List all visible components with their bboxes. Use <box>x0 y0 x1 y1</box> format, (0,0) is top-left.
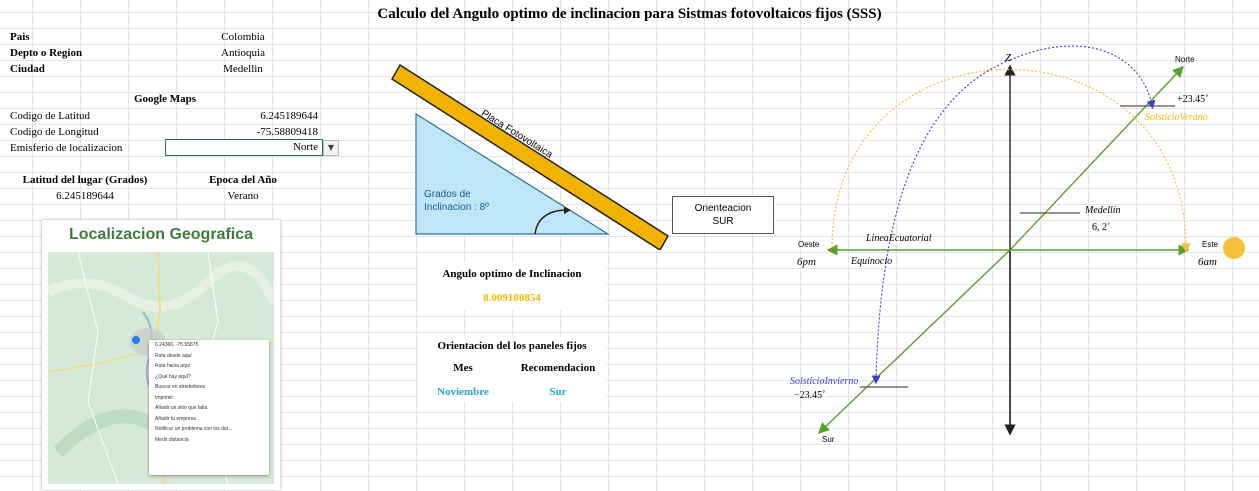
angle-heading: Angulo optimo de Inclinacion <box>442 268 582 280</box>
medellin-label: Medellín <box>1085 205 1121 216</box>
west-label: Oeste <box>798 240 820 249</box>
context-coords[interactable]: 6.24366, -75.55875 <box>155 342 199 348</box>
context-menu-item[interactable]: Medir distancia <box>155 436 189 443</box>
medellin-angle: 6, 2˚ <box>1092 222 1111 233</box>
east-time: 6am <box>1198 256 1217 268</box>
orientation-box: Orienteacion SUR <box>672 196 774 234</box>
inclination-label: Grados de Inclinacion : 8º <box>424 189 489 213</box>
mes-value: Noviembre <box>437 386 489 398</box>
longitude-value[interactable]: -75.58809418 <box>256 126 318 138</box>
col-mes-header: Mes <box>453 362 473 374</box>
page-title: Calculo del Angulo optimo de inclinacion… <box>377 6 882 22</box>
south-label: Sur <box>822 435 835 444</box>
angle-panel <box>418 262 606 310</box>
minus-angle: −23.45˚ <box>794 390 826 401</box>
south-axis <box>817 249 1011 434</box>
pais-value[interactable]: Colombia <box>221 31 265 43</box>
solar-panel <box>390 63 670 250</box>
celestial-diagram <box>817 45 1245 436</box>
context-menu-item[interactable]: Ruta desde aquí <box>155 352 192 359</box>
epoca-value: Verano <box>227 190 259 202</box>
context-menu-item[interactable]: Buscar en alrededores <box>155 384 206 390</box>
orientation-line1: Orienteacion <box>694 203 752 214</box>
context-menu-item[interactable]: Imprimir <box>155 394 174 401</box>
tilt-diagram <box>390 63 670 250</box>
context-menu-item[interactable]: Añadir tu empresa <box>155 415 196 422</box>
summer-solstice-label: SolsticioVerano <box>1145 112 1208 123</box>
hemisphere-label: Emisferio de localizacion <box>10 142 123 154</box>
latitude-value[interactable]: 6.245189644 <box>260 110 318 122</box>
pais-label: Pais <box>10 31 30 43</box>
epoca-heading: Epoca del Año <box>209 174 277 186</box>
map-card-title: Localizacion Geografica <box>68 226 254 243</box>
winter-arc <box>871 59 1011 385</box>
north-label: Norte <box>1175 55 1195 64</box>
latitude-label: Codigo de Latitud <box>10 110 91 122</box>
ciudad-label: Ciudad <box>10 63 45 75</box>
east-label: Este <box>1202 240 1219 249</box>
context-menu-item[interactable]: ¿Qué hay aquí? <box>155 373 191 380</box>
dropdown-arrow-icon[interactable]: ▼ <box>323 140 339 156</box>
map-card[interactable]: Localizacion Geografica 6.24366, -75.558… <box>42 220 280 490</box>
equinox-label: Equinocio <box>851 256 893 267</box>
depto-label: Depto o Region <box>10 47 83 59</box>
lat-heading: Latitud del lugar (Grados) <box>22 174 148 186</box>
orientation-line2: SUR <box>712 216 734 227</box>
angle-arrow-icon <box>564 207 571 214</box>
orientation-panel <box>418 336 606 402</box>
map-image[interactable]: 6.24366, -75.55875 Ruta desde aquí Ruta … <box>48 252 274 484</box>
sun-icon <box>1223 237 1245 259</box>
lat-summary-value: 6.245189644 <box>56 190 114 202</box>
west-time: 6pm <box>797 256 816 268</box>
plus-angle: +23.45˚ <box>1177 94 1209 105</box>
angle-arc <box>534 209 565 235</box>
ciudad-value[interactable]: Medellin <box>223 63 263 75</box>
z-label: Z <box>1005 52 1012 64</box>
inclination-triangle <box>415 112 611 235</box>
google-maps-heading: Google Maps <box>133 93 197 105</box>
rec-value: Sur <box>549 386 567 398</box>
winter-solstice-label: SolsticioInvierno <box>790 376 859 387</box>
context-menu-item[interactable]: Notificar un problema con los dat... <box>155 426 233 432</box>
ecuatorial-label: LineaEcuatorial <box>866 233 932 244</box>
hemisphere-dropdown[interactable]: Norte <box>165 139 323 156</box>
map-context-menu[interactable]: 6.24366, -75.55875 Ruta desde aquí Ruta … <box>149 340 269 475</box>
longitude-label: Codigo de Longitud <box>10 126 99 138</box>
depto-value[interactable]: Antioquia <box>221 47 265 59</box>
hemisphere-value: Norte <box>292 141 318 153</box>
equinox-arc <box>831 69 1191 253</box>
angle-value: 8.009180854 <box>483 292 541 304</box>
summer-arc <box>1009 45 1156 110</box>
context-menu-item[interactable]: Añadir un sitio que falta <box>155 405 208 411</box>
orientation-heading: Orientacion del los paneles fijos <box>437 340 587 352</box>
col-rec-header: Recomendacion <box>520 362 596 374</box>
context-menu-item[interactable]: Ruta hacia aquí <box>155 363 191 369</box>
